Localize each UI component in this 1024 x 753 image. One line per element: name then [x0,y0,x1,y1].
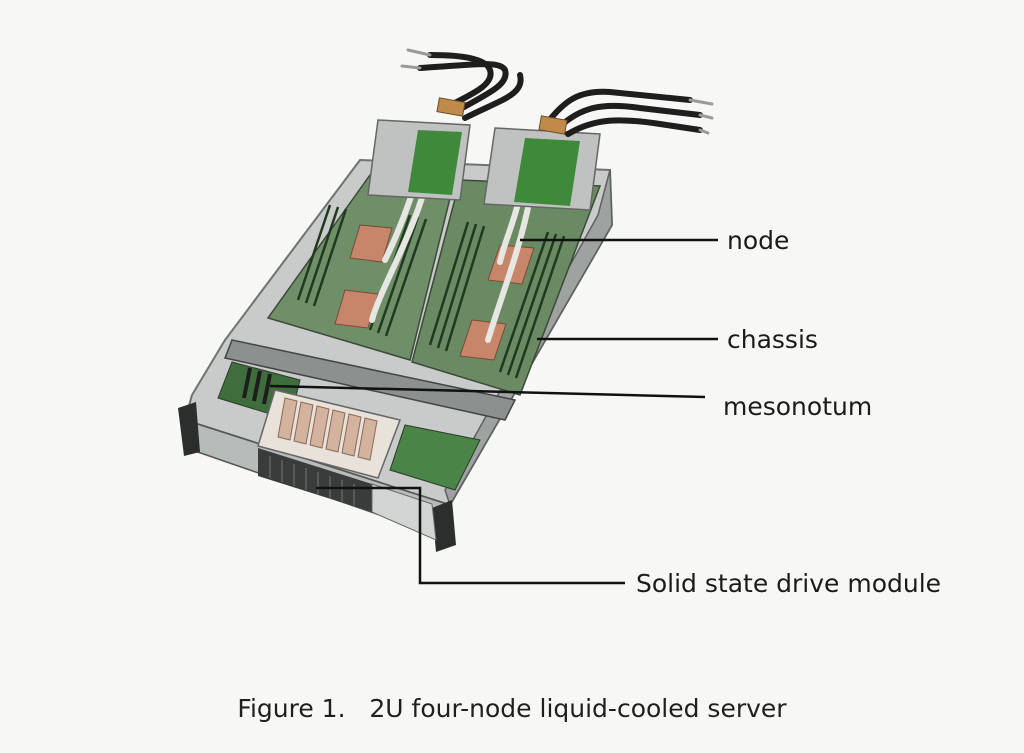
callout-lines [269,238,718,585]
rear-board-left [408,130,462,195]
figure-caption: Figure 1. 2U four-node liquid-cooled ser… [237,694,787,723]
chassis-side-wall [444,169,613,507]
hose-tips [400,48,714,135]
callout-ssd-module: Solid state drive module [636,569,941,598]
fan-blades [242,367,272,405]
callout-node: node [727,226,789,255]
mesonotum-bar [223,339,517,421]
rack-ear-right [432,500,456,552]
front-board-right [389,424,481,491]
rack-ear-left [178,402,200,456]
mesonotum-leader-line [269,384,706,399]
quick-connectors [436,97,568,135]
front-vent-grille [258,448,372,512]
server-illustration [178,48,714,552]
rear-board-right [514,138,580,206]
ssd-drives [277,397,378,461]
callout-mesonotum: mesonotum [723,392,872,421]
callout-chassis: chassis [727,325,818,354]
coolant-hoses [417,52,703,137]
ssd-leader-line [316,486,625,585]
